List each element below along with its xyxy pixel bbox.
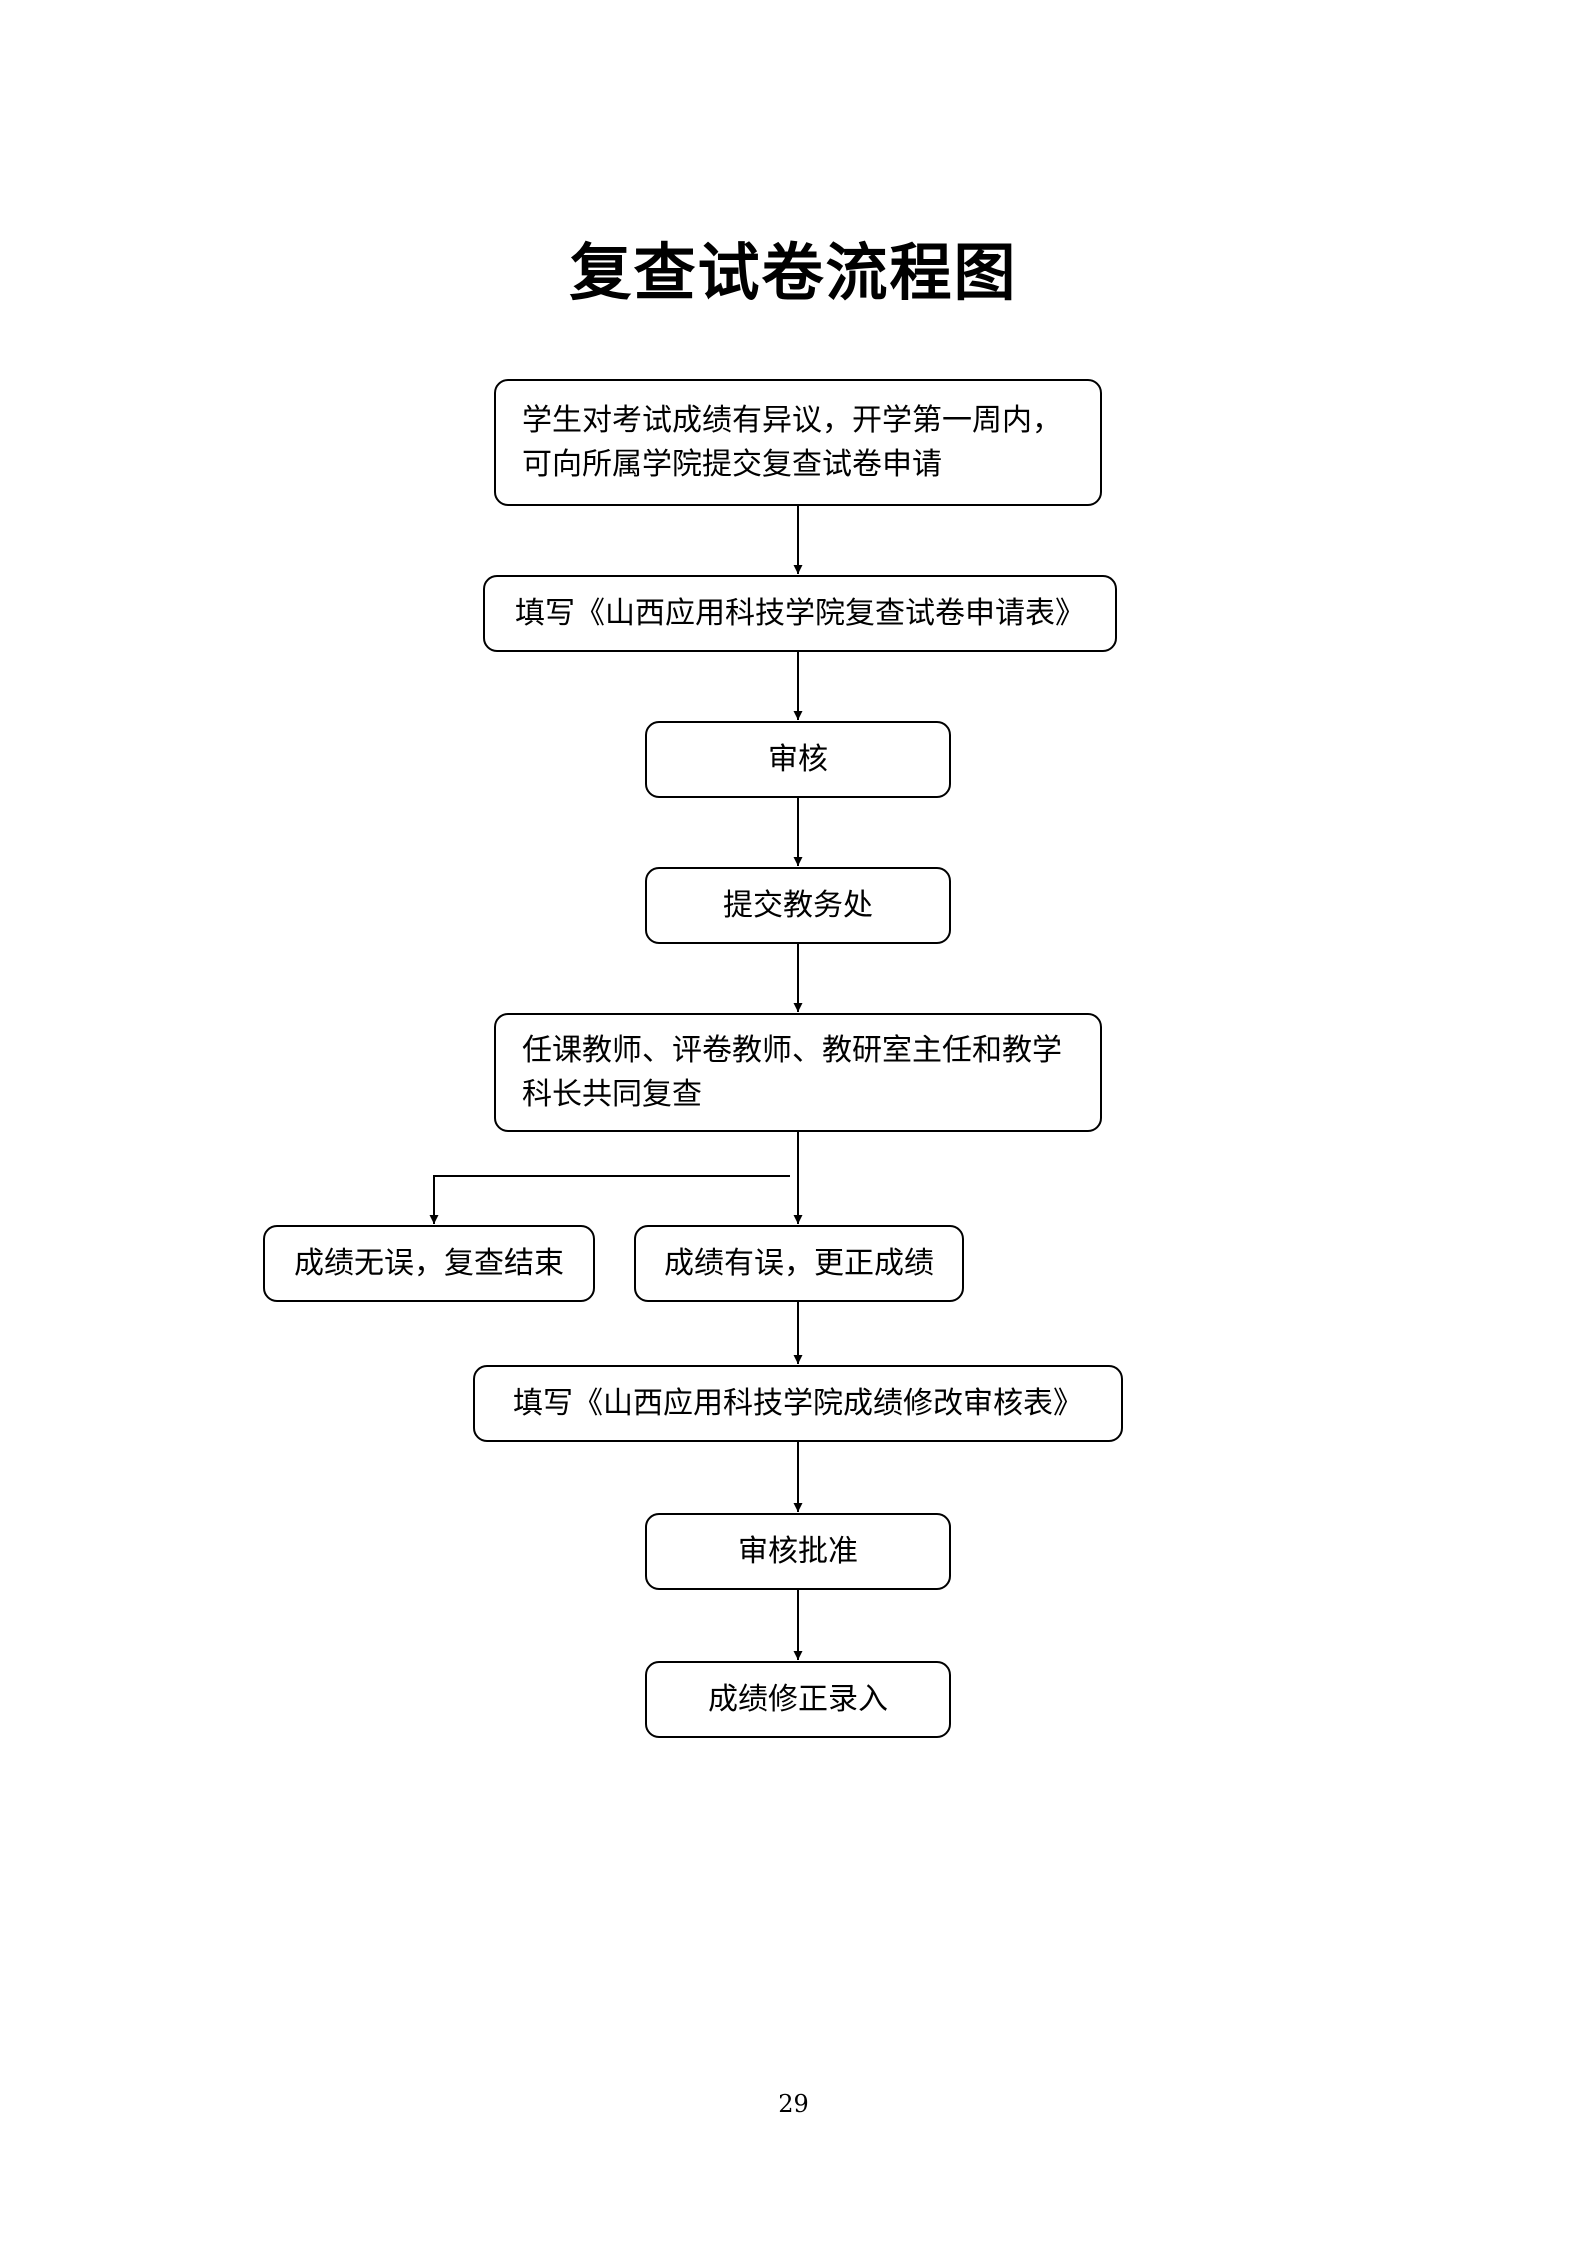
step-review-text: 审核 [768, 741, 828, 777]
step-submit-request: 学生对考试成绩有异议，开学第一周内，可向所属学院提交复查试卷申请 [494, 379, 1102, 506]
branch-error: 成绩有误，更正成绩 [634, 1225, 964, 1302]
step-fill-grade-change-form: 填写《山西应用科技学院成绩修改审核表》 [473, 1365, 1123, 1442]
branch-error-text: 成绩有误，更正成绩 [664, 1245, 934, 1281]
arrow-5-branch-no-error [429, 1175, 790, 1224]
page-number: 29 [778, 2090, 809, 2118]
step-submit-request-text: 学生对考试成绩有异议，开学第一周内，可向所属学院提交复查试卷申请 [522, 402, 1062, 482]
step-review: 审核 [645, 721, 951, 798]
step-fill-review-form: 填写《山西应用科技学院复查试卷申请表》 [483, 575, 1117, 652]
step-grade-correction-entry-text: 成绩修正录入 [708, 1681, 888, 1717]
branch-no-error-text: 成绩无误，复查结束 [294, 1245, 564, 1281]
step-grade-correction-entry: 成绩修正录入 [645, 1661, 951, 1738]
step-approve-text: 审核批准 [738, 1533, 858, 1569]
branch-no-error: 成绩无误，复查结束 [263, 1225, 595, 1302]
page-title: 复查试卷流程图 [569, 236, 1018, 309]
step-submit-academic-office: 提交教务处 [645, 867, 951, 944]
step-joint-recheck-text: 任课教师、评卷教师、教研室主任和教学科长共同复查 [522, 1032, 1062, 1112]
step-fill-review-form-text: 填写《山西应用科技学院复查试卷申请表》 [515, 595, 1085, 631]
step-fill-grade-change-form-text: 填写《山西应用科技学院成绩修改审核表》 [513, 1385, 1083, 1421]
step-approve: 审核批准 [645, 1513, 951, 1590]
step-joint-recheck: 任课教师、评卷教师、教研室主任和教学科长共同复查 [494, 1013, 1102, 1132]
step-submit-academic-office-text: 提交教务处 [723, 887, 873, 923]
